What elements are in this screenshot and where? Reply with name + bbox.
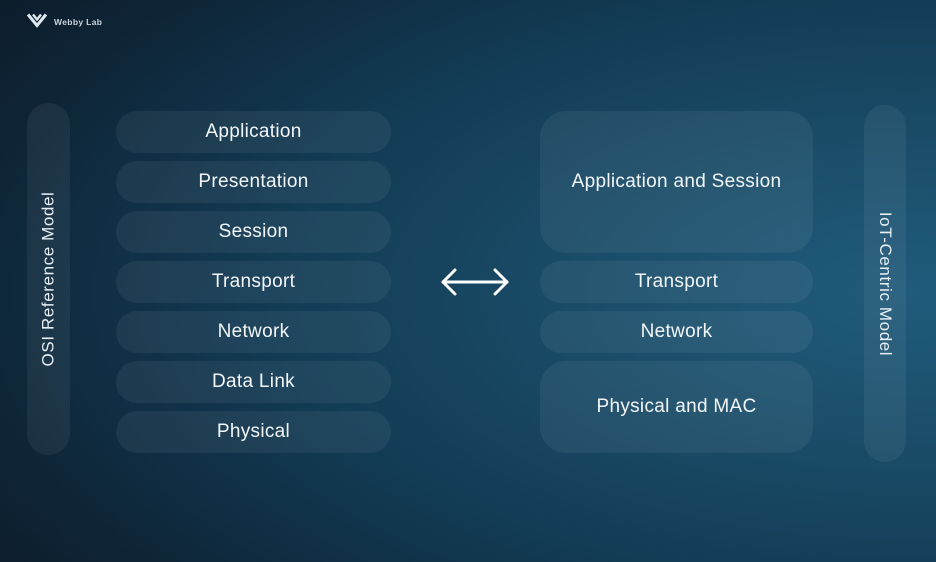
layer-label: Network — [217, 321, 290, 342]
layer-label: Application — [205, 121, 302, 142]
layer-label: Application and Session — [571, 171, 782, 192]
osi-layer-transport: Transport — [116, 261, 391, 303]
layer-label: Transport — [211, 271, 296, 292]
osi-layer-network: Network — [116, 311, 391, 353]
iot-layer-physical-and-mac: Physical and MAC — [540, 361, 813, 453]
layer-label: Network — [640, 321, 713, 342]
layer-label: Physical and MAC — [596, 396, 757, 417]
bidirectional-arrow-icon — [441, 268, 509, 296]
iot-model-label: IoT-Centric Model — [876, 211, 896, 356]
brand-logo: Webby Lab — [26, 11, 102, 29]
layer-label: Session — [218, 221, 289, 242]
osi-layer-application: Application — [116, 111, 391, 153]
iot-layer-network: Network — [540, 311, 813, 353]
osi-model-side-bar: OSI Reference Model — [27, 103, 70, 455]
iot-layer-application-and-session: Application and Session — [540, 111, 813, 253]
osi-layer-physical: Physical — [116, 411, 391, 453]
iot-layer-transport: Transport — [540, 261, 813, 303]
iot-model-side-bar: IoT-Centric Model — [864, 105, 906, 462]
osi-model-label: OSI Reference Model — [38, 191, 58, 367]
layer-label: Data Link — [212, 371, 295, 392]
layer-label: Physical — [216, 421, 291, 442]
layer-label: Presentation — [198, 171, 309, 192]
osi-layer-data-link: Data Link — [116, 361, 391, 403]
osi-layer-session: Session — [116, 211, 391, 253]
osi-layer-presentation: Presentation — [116, 161, 391, 203]
webbylab-w-icon — [26, 13, 48, 28]
brand-name: Webby Lab — [54, 17, 103, 27]
layer-label: Transport — [634, 271, 719, 292]
